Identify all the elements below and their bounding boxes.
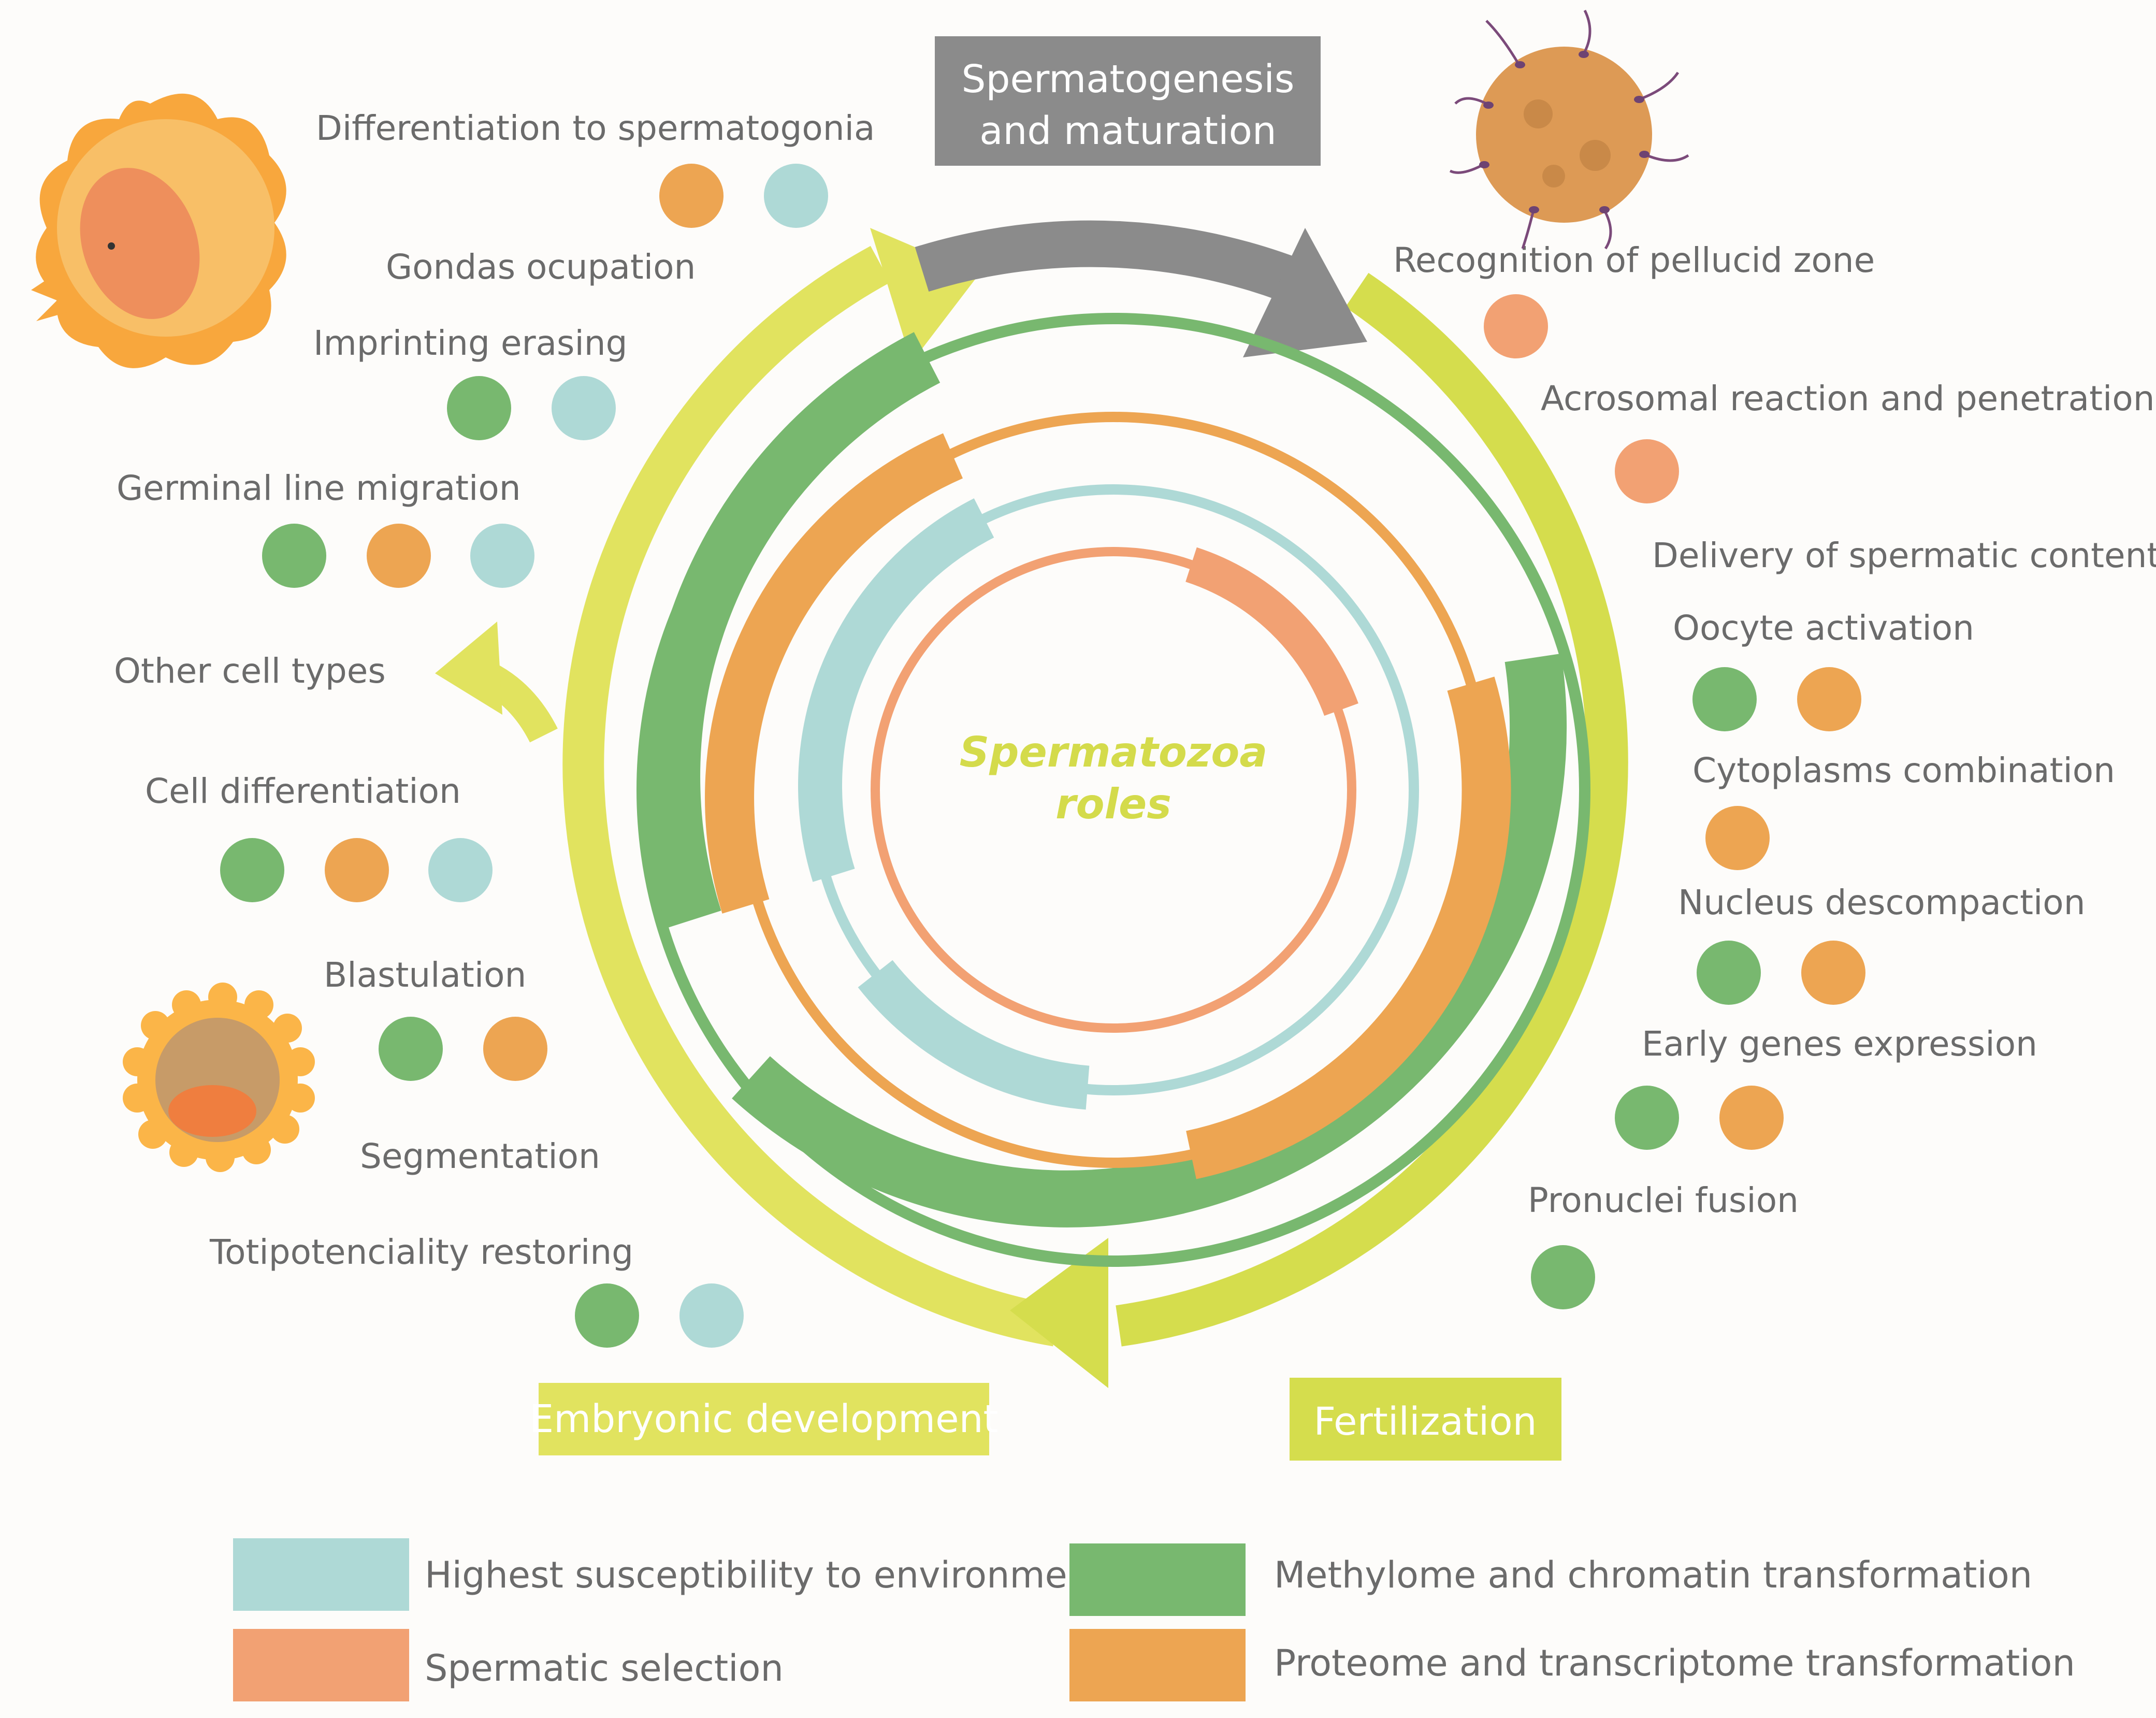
- dot-green: [379, 1017, 443, 1081]
- dot-blue: [552, 376, 616, 440]
- legend-item: Spermatic selection: [233, 1629, 784, 1701]
- dot-green: [1692, 667, 1757, 731]
- legend-label: Highest susceptibility to environment: [425, 1554, 1105, 1596]
- step-label: Oocyte activation: [1673, 608, 1974, 648]
- blastocyst-icon: [123, 983, 315, 1172]
- ring-salmon: [871, 547, 1358, 1033]
- dot-green: [1615, 1086, 1679, 1150]
- spermatogenesis-line2: and maturation: [979, 109, 1277, 153]
- step-label: Germinal line migration: [117, 468, 521, 508]
- legend-item: Methylome and chromatin transformation: [1069, 1543, 2032, 1616]
- embryonic-arrowhead: [870, 228, 979, 363]
- left-steps: Differentiation to spermatogonia Gondas …: [117, 108, 875, 1348]
- ring-orange: [705, 412, 1511, 1179]
- fertilization-arrowhead: [1010, 1238, 1108, 1388]
- dot-green: [220, 838, 284, 902]
- step-label: Imprinting erasing: [313, 323, 628, 363]
- dot-orange: [1801, 941, 1865, 1005]
- dot-green: [447, 376, 511, 440]
- step-label: Segmentation: [360, 1136, 600, 1176]
- embryo-icon: [31, 93, 286, 368]
- dot-green: [1531, 1245, 1595, 1309]
- step-label: Pronuclei fusion: [1528, 1180, 1799, 1220]
- step-label: Early genes expression: [1642, 1024, 2037, 1064]
- spermatogenesis-arrowhead: [1243, 228, 1367, 357]
- spermatogenesis-box: Spermatogenesis and maturation: [935, 36, 1321, 166]
- dot-orange: [1719, 1086, 1784, 1150]
- dot-blue: [764, 164, 828, 228]
- legend-label: Methylome and chromatin transformation: [1274, 1554, 2032, 1596]
- dot-green: [575, 1283, 639, 1348]
- dot-orange: [325, 838, 389, 902]
- embryonic-box: Embryonic development: [529, 1383, 999, 1455]
- dot-green: [1697, 941, 1761, 1005]
- dot-orange: [367, 524, 431, 588]
- spermatogenesis-line1: Spermatogenesis: [962, 57, 1295, 102]
- dot-salmon: [1615, 439, 1679, 503]
- embryonic-cycle-arc: [562, 246, 1060, 1347]
- step-label: Differentiation to spermatogonia: [316, 108, 875, 148]
- step-label: Cytoplasms combination: [1692, 750, 2115, 790]
- fertilization-box: Fertilization: [1290, 1378, 1561, 1461]
- step-label: Cell differentiation: [145, 771, 461, 811]
- step-label: Acrosomal reaction and penetration: [1541, 379, 2155, 418]
- step-label: Delivery of spermatic content: [1652, 536, 2156, 575]
- fertilization-label: Fertilization: [1313, 1399, 1537, 1444]
- dot-green: [262, 524, 326, 588]
- other-cells-label: Other cell types: [114, 651, 386, 691]
- right-steps: Recognition of pellucid zone Acrosomal r…: [1393, 240, 2156, 1309]
- step-label: Nucleus descompaction: [1678, 883, 2086, 922]
- other-cells-arrowhead: [435, 622, 502, 715]
- dot-orange: [483, 1017, 547, 1081]
- dot-orange: [1797, 667, 1861, 731]
- embryonic-label: Embryonic development: [529, 1397, 998, 1441]
- step-label: Recognition of pellucid zone: [1393, 240, 1875, 280]
- legend-label: Proteome and transcriptome transformatio…: [1274, 1642, 2075, 1684]
- dot-salmon: [1484, 294, 1548, 358]
- center-title: Spermatozoa: [960, 728, 1268, 776]
- center-subtitle: roles: [1055, 780, 1171, 828]
- dot-orange: [1705, 806, 1770, 870]
- dot-orange: [659, 164, 724, 228]
- spermatogenesis-arrow-body: [915, 220, 1325, 312]
- step-label: Blastulation: [324, 955, 526, 995]
- fertilization-cycle-arc: [1116, 272, 1628, 1347]
- oocyte-with-sperm-icon: [1449, 9, 1689, 250]
- dot-blue: [679, 1283, 744, 1348]
- step-label: Totipotenciality restoring: [209, 1232, 633, 1272]
- legend-item: Proteome and transcriptome transformatio…: [1069, 1629, 2075, 1701]
- legend-item: Highest susceptibility to environment: [233, 1538, 1105, 1611]
- step-label: Gondas ocupation: [386, 247, 696, 287]
- legend: Highest susceptibility to environment Sp…: [233, 1538, 2075, 1701]
- ring-blue: [798, 484, 1419, 1110]
- legend-label: Spermatic selection: [425, 1647, 784, 1690]
- outer-cycle-arrows: [435, 220, 1628, 1388]
- dot-blue: [470, 524, 534, 588]
- dot-blue: [428, 838, 493, 902]
